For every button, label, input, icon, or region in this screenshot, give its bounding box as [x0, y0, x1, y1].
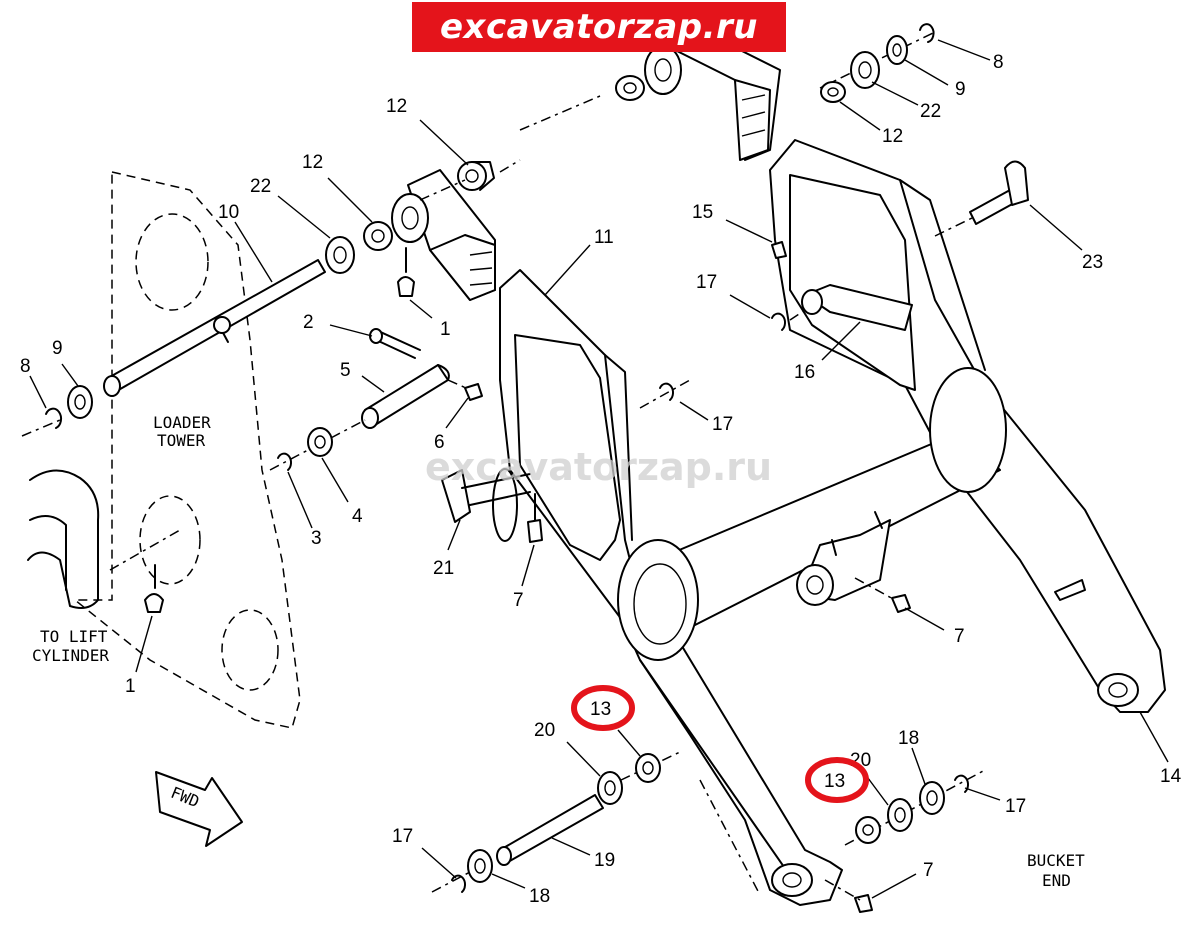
callout-12-a: 12	[386, 96, 407, 117]
loader-tower-label-line2: TOWER	[157, 431, 206, 450]
callout-22-top: 22	[920, 101, 941, 122]
callout-2: 2	[303, 312, 314, 333]
callout-17-a: 17	[696, 272, 717, 293]
to-lift-cylinder-label-line1: TO LIFT	[40, 627, 108, 646]
part-callouts: 8 9 22 12 12 12 22 10 9 8 1 2 5 6 4 3 21…	[20, 52, 1182, 907]
leader-lines	[29, 39, 1169, 899]
callout-7-mid: 7	[513, 590, 524, 611]
highlight-ring-13-right	[805, 757, 869, 803]
callout-9-top: 9	[955, 79, 966, 100]
site-banner-text: excavatorzap.ru	[439, 7, 759, 47]
callout-12-b: 12	[302, 152, 323, 173]
callout-1-bottom: 1	[125, 676, 136, 697]
callout-17-left: 17	[392, 826, 413, 847]
fwd-arrow: FWD	[155, 771, 243, 847]
callout-5: 5	[340, 360, 351, 381]
highlight-ring-13-left	[571, 685, 635, 731]
callout-19: 19	[594, 850, 615, 871]
callout-4: 4	[352, 506, 363, 527]
bucket-end-label-line1: BUCKET	[1027, 851, 1085, 870]
callout-17-right: 17	[1005, 796, 1026, 817]
callout-12-top: 12	[882, 126, 903, 147]
callout-22-left: 22	[250, 176, 271, 197]
callout-8-top: 8	[993, 52, 1004, 73]
highlighted-callouts: 13 13	[571, 685, 869, 803]
callout-16: 16	[794, 362, 815, 383]
watermark-text: excavatorzap.ru	[425, 445, 772, 489]
loader-tower-label-line1: LOADER	[153, 413, 211, 432]
callout-3: 3	[311, 528, 322, 549]
callout-7-bottom: 7	[923, 860, 934, 881]
callout-18-left: 18	[529, 886, 550, 907]
callout-17-b: 17	[712, 414, 733, 435]
callout-10: 10	[218, 202, 239, 223]
callout-13-left: 13	[590, 699, 611, 720]
parts-hardware	[21, 23, 1029, 913]
site-banner: excavatorzap.ru	[412, 2, 786, 52]
callout-11: 11	[594, 227, 614, 248]
callout-7-right: 7	[954, 626, 965, 647]
bucket-end-label-line2: END	[1042, 871, 1071, 890]
assembly-labels: LOADER TOWER TO LIFT CYLINDER BUCKET END	[32, 413, 1085, 890]
callout-8-left: 8	[20, 356, 31, 377]
callout-15: 15	[692, 202, 713, 223]
callout-20-left: 20	[534, 720, 555, 741]
callout-1-top: 1	[440, 319, 451, 340]
loader-tower-outline	[27, 171, 301, 729]
callout-14: 14	[1160, 766, 1182, 787]
lift-arm-frame	[391, 24, 1166, 906]
callout-23: 23	[1082, 252, 1103, 273]
callout-13-right: 13	[824, 771, 845, 792]
callout-6: 6	[434, 432, 445, 453]
callout-9-left: 9	[52, 338, 63, 359]
to-lift-cylinder-label-line2: CYLINDER	[32, 646, 109, 665]
callout-18-right: 18	[898, 728, 919, 749]
callout-21: 21	[433, 558, 454, 579]
